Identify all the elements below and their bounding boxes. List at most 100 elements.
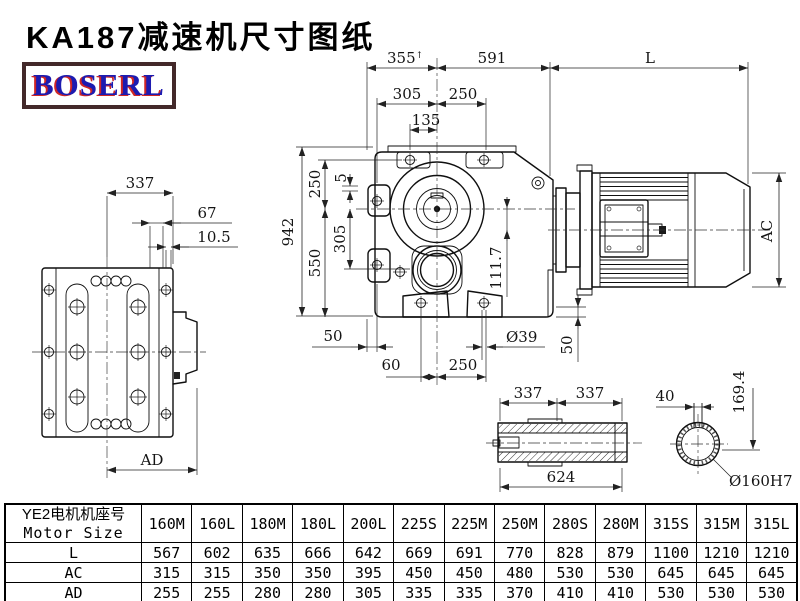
frame-size-column-header: 280S — [544, 503, 596, 543]
dim-value-cell: 450 — [393, 562, 445, 583]
dim-337-shaft-b: 337 — [576, 384, 605, 402]
row-label-cell: L — [4, 542, 142, 563]
frame-size-column-header: 200L — [342, 503, 395, 543]
dim-value-cell: 335 — [393, 582, 445, 601]
dim-337-left: 337 — [126, 174, 155, 192]
dim-value-cell: 480 — [493, 562, 546, 583]
dim-value-cell: 530 — [695, 582, 748, 601]
dim-40: 40 — [655, 387, 674, 405]
dim-value-cell: 350 — [241, 562, 294, 583]
center-lines — [356, 58, 770, 385]
frame-size-column-header: 315L — [746, 503, 798, 543]
frame-size-column-header: 315S — [645, 503, 697, 543]
dim-value-cell: 1210 — [746, 542, 798, 563]
dim-value-cell: 530 — [746, 582, 798, 601]
dim-942: 942 — [279, 218, 297, 247]
terminal-box — [599, 199, 649, 258]
dim-624: 624 — [547, 468, 576, 486]
dim-550: 550 — [306, 249, 324, 278]
frame-size-column-header: 160L — [191, 503, 243, 543]
dim-250-vert: 250 — [306, 170, 324, 199]
dim-305-vert: 305 — [331, 225, 349, 254]
dim-value-cell: 635 — [241, 542, 294, 563]
dim-value-cell: 666 — [292, 542, 344, 563]
gearbox-front-view — [367, 145, 581, 318]
left-side-view — [32, 257, 206, 478]
dim-value-cell: 305 — [342, 582, 395, 601]
dim-value-cell: 669 — [393, 542, 445, 563]
bore-end-view: 40 169.4 Ø160H7 — [655, 371, 792, 490]
dim-value-cell: 642 — [342, 542, 395, 563]
dim-value-cell: 691 — [443, 542, 495, 563]
dim-L: L — [645, 49, 655, 67]
frame-size-column-header: 180M — [241, 503, 294, 543]
dim-250-bottom: 250 — [449, 356, 478, 374]
dim-value-cell: 255 — [191, 582, 243, 601]
dim-AC: AC — [758, 220, 776, 243]
dim-value-cell: 410 — [544, 582, 596, 601]
frame-size-column-header: 225M — [443, 503, 495, 543]
dim-AD: AD — [140, 451, 164, 469]
dim-50-right: 50 — [558, 335, 576, 354]
dim-value-cell: 370 — [493, 582, 546, 601]
dim-50-bottom: 50 — [323, 327, 342, 345]
boserl-logo: BOSERL — [22, 62, 176, 110]
dim-value-cell: 770 — [493, 542, 546, 563]
dim-111-7: 111.7 — [487, 247, 505, 290]
dim-value-cell: 530 — [594, 562, 647, 583]
frame-size-column-header: 250M — [493, 503, 546, 543]
dim-dia-39: Ø39 — [506, 328, 537, 346]
front-bottom-dimensions: 50 60 250 Ø39 — [312, 284, 545, 382]
page-title: KA187减速机尺寸图纸 — [26, 20, 376, 55]
dim-value-cell: 645 — [695, 562, 748, 583]
dim-value-cell: 280 — [292, 582, 344, 601]
dim-value-cell: 450 — [443, 562, 495, 583]
dim-value-cell: 602 — [191, 542, 243, 563]
row-label-cell: AD — [4, 582, 142, 601]
dim-value-cell: 315 — [191, 562, 243, 583]
frame-size-column-header: 225S — [393, 503, 445, 543]
dim-value-cell: 879 — [594, 542, 647, 563]
dim-169-4: 169.4 — [730, 371, 748, 414]
dim-value-cell: 530 — [645, 582, 697, 601]
dim-337-shaft-a: 337 — [514, 384, 543, 402]
left-view-dimensions: 337 67 10.5 AD — [106, 174, 238, 475]
top-dimensions: 355↑ 591 L 305 250 135 — [366, 49, 749, 184]
hollow-shaft-view: 337 337 624 — [486, 384, 642, 492]
dim-value-cell: 567 — [140, 542, 193, 563]
frame-size-column-header: 280M — [594, 503, 647, 543]
dim-value-cell: 828 — [544, 542, 596, 563]
dim-135: 135 — [412, 111, 441, 129]
dim-value-cell: 645 — [746, 562, 798, 583]
dim-250-top: 250 — [449, 85, 478, 103]
row-label-cell: AC — [4, 562, 142, 583]
dim-value-cell: 255 — [140, 582, 193, 601]
motor-size-header-cn: YE2电机机座号 — [21, 505, 126, 523]
dim-value-cell: 350 — [292, 562, 344, 583]
dim-dia-160H7: Ø160H7 — [729, 472, 793, 490]
dim-10-5: 10.5 — [197, 228, 230, 246]
flange-notch — [174, 372, 180, 379]
boserl-logo-text: BOSERL — [33, 67, 165, 102]
dim-355: 355↑ — [387, 49, 423, 67]
frame-size-column-header: 315M — [695, 503, 748, 543]
frame-size-column-header: 180L — [292, 503, 344, 543]
dim-value-cell: 280 — [241, 582, 294, 601]
motor-size-header-en: Motor Size — [23, 523, 124, 542]
dim-60: 60 — [381, 356, 400, 374]
dim-value-cell: 410 — [594, 582, 647, 601]
dim-5: 5 — [332, 173, 350, 183]
dim-value-cell: 315 — [140, 562, 193, 583]
frame-size-column-header: 160M — [140, 503, 193, 543]
motor-dimensions: AC — [752, 172, 786, 288]
dim-value-cell: 1210 — [695, 542, 748, 563]
dim-305-top: 305 — [393, 85, 422, 103]
dim-591: 591 — [478, 49, 507, 67]
